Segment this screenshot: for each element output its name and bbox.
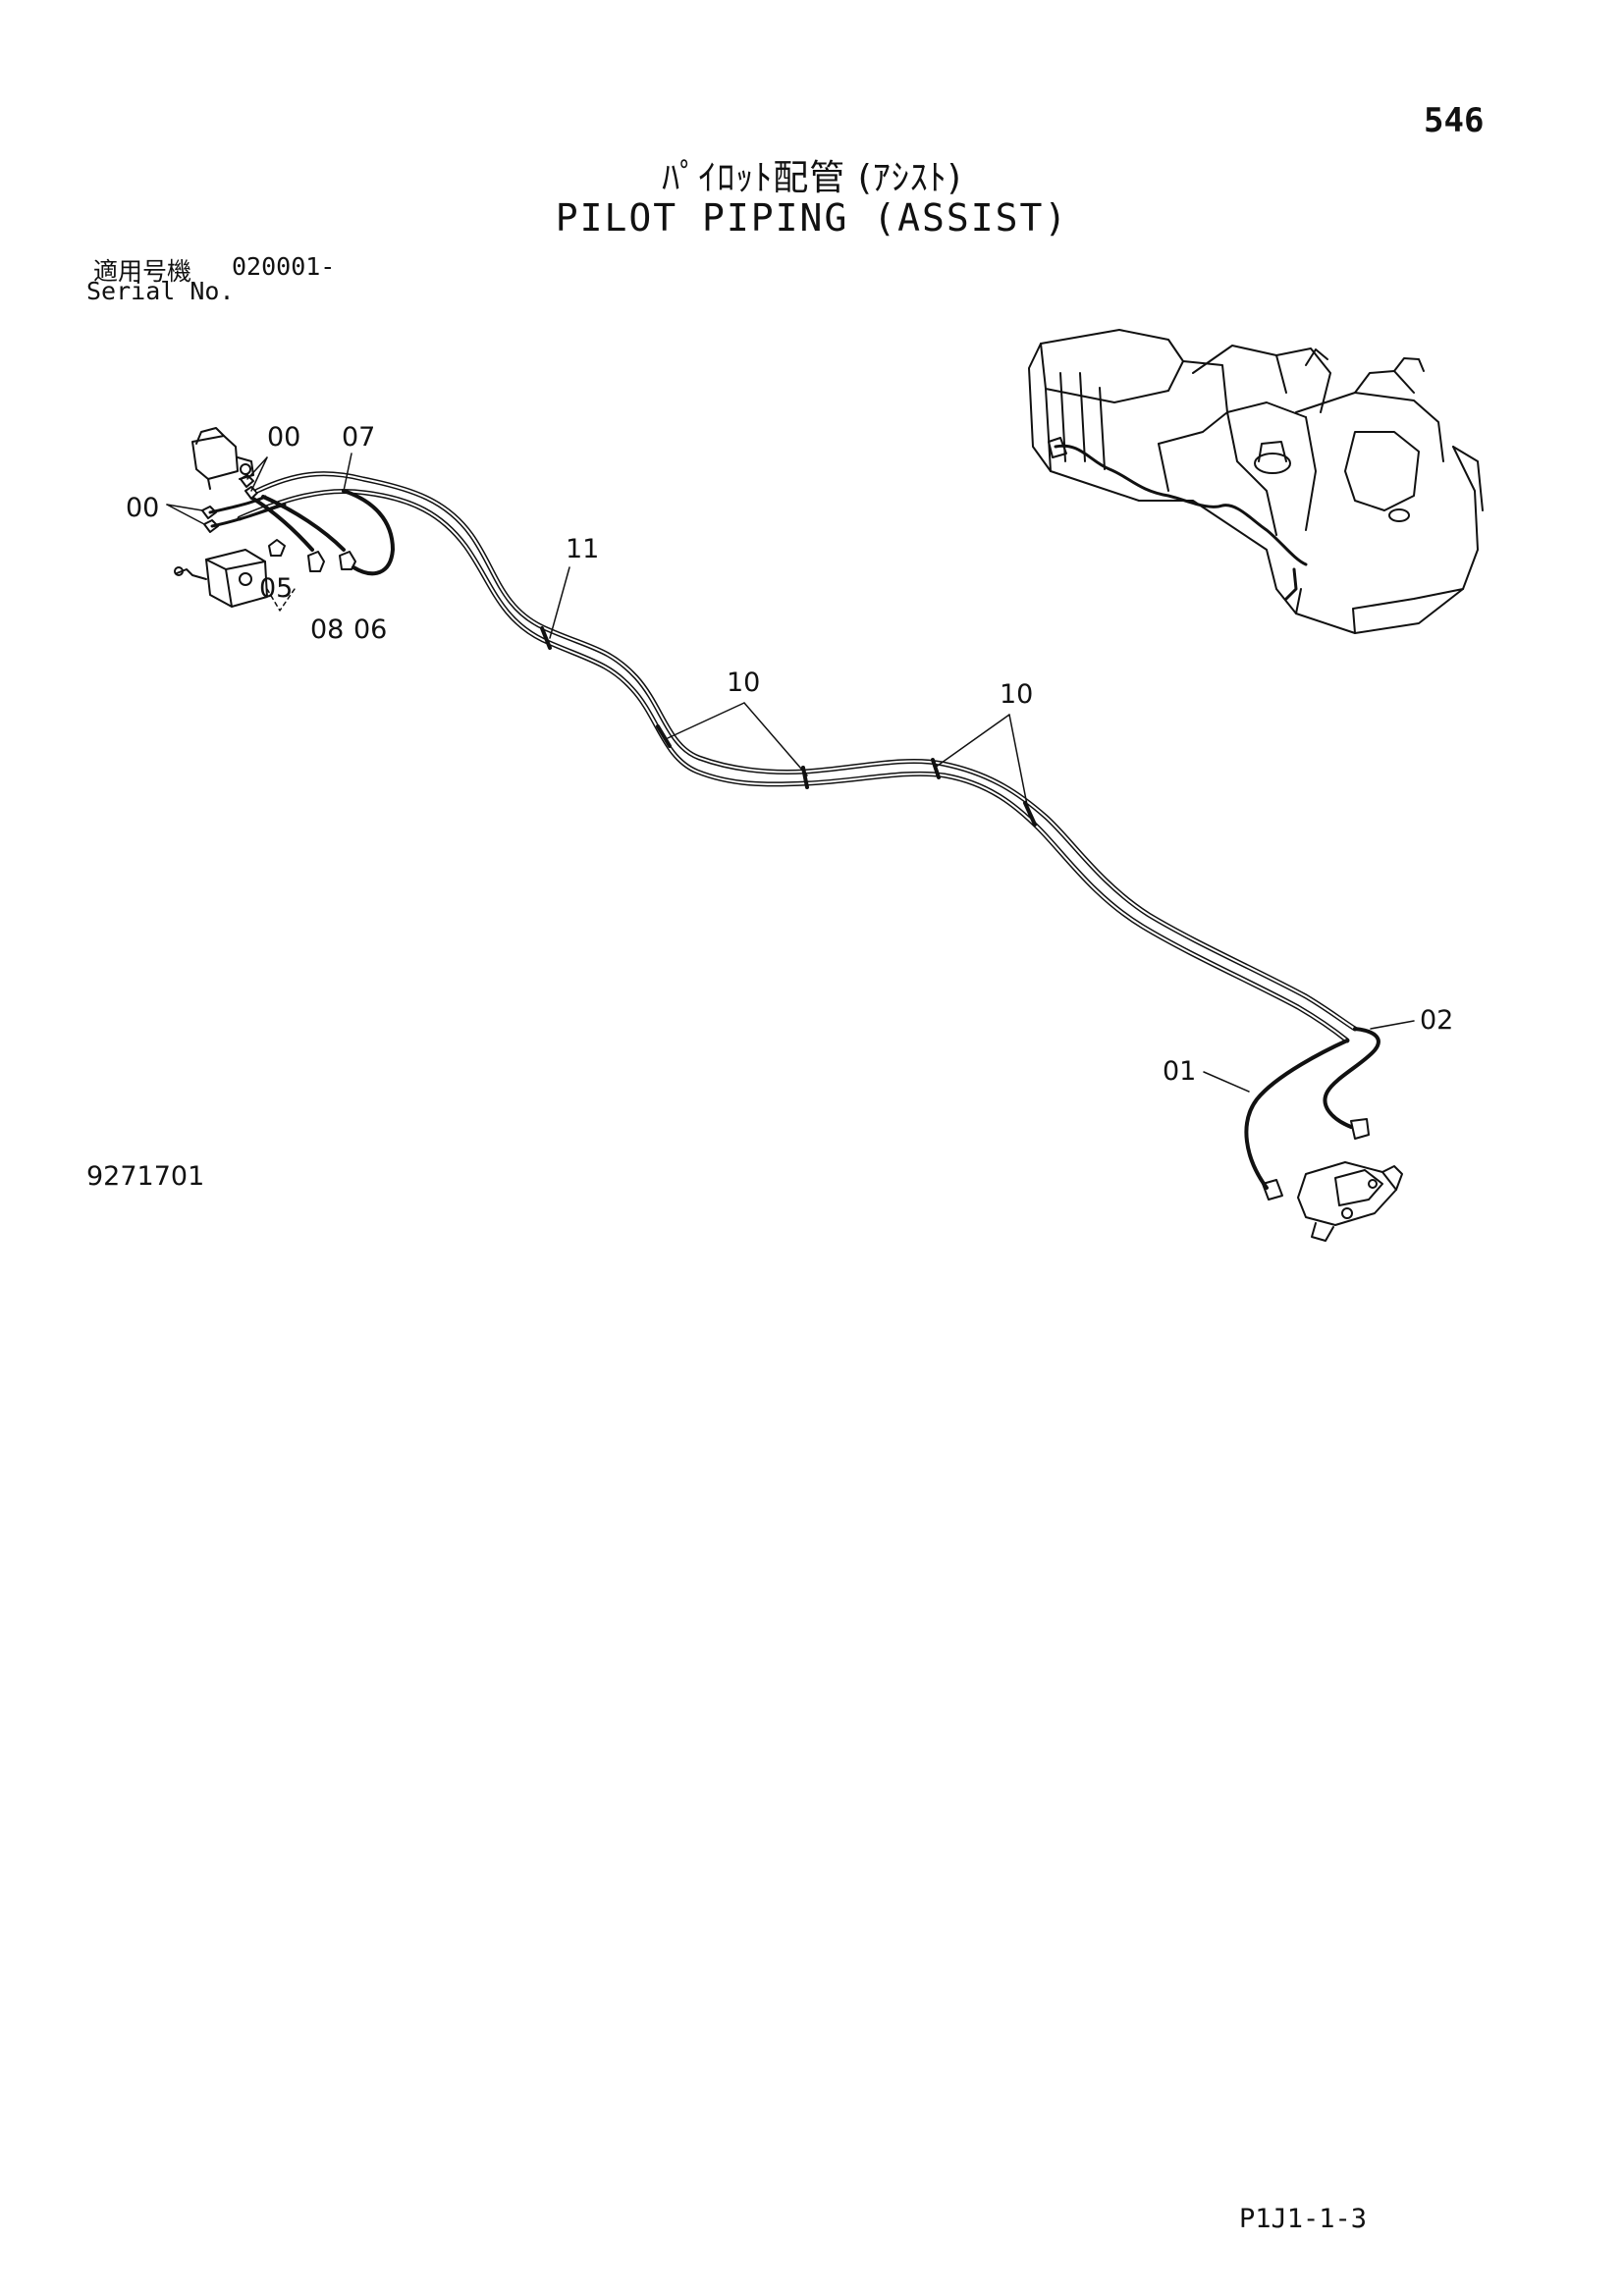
callout-11: 11 (566, 534, 599, 564)
callout-07: 07 (342, 422, 375, 453)
title-japanese: ﾊﾟｲﾛｯﾄ配管 (ｱｼｽﾄ) (662, 158, 962, 198)
serial-label-english: Serial No. (86, 277, 235, 305)
serial-value: 020001- (232, 252, 336, 281)
callout-00-top: 00 (267, 422, 300, 453)
control-valve-cluster (174, 427, 356, 612)
title-english: PILOT PIPING (ASSIST) (555, 196, 1069, 240)
callout-02: 02 (1420, 1005, 1453, 1036)
serial-label-japanese: 適用号機 (93, 257, 192, 286)
callout-01: 01 (1163, 1056, 1196, 1087)
callout-labels: 00 07 00 05 08 06 11 10 10 02 01 (126, 422, 1453, 1087)
callout-08: 08 (310, 614, 344, 645)
callout-leaders (166, 453, 1415, 1093)
drawing-number: 9271701 (86, 1161, 205, 1192)
callout-10-right: 10 (1000, 679, 1033, 710)
page-code: P1J1-1-3 (1239, 2204, 1368, 2234)
excavator-overview-illustration (1028, 329, 1484, 634)
callout-05: 05 (259, 573, 293, 604)
callout-10-left: 10 (727, 667, 760, 698)
page-number: 546 (1424, 101, 1485, 140)
callout-06: 06 (353, 614, 387, 645)
callout-00-left: 00 (126, 493, 159, 523)
pilot-hose-run (208, 471, 1403, 1242)
